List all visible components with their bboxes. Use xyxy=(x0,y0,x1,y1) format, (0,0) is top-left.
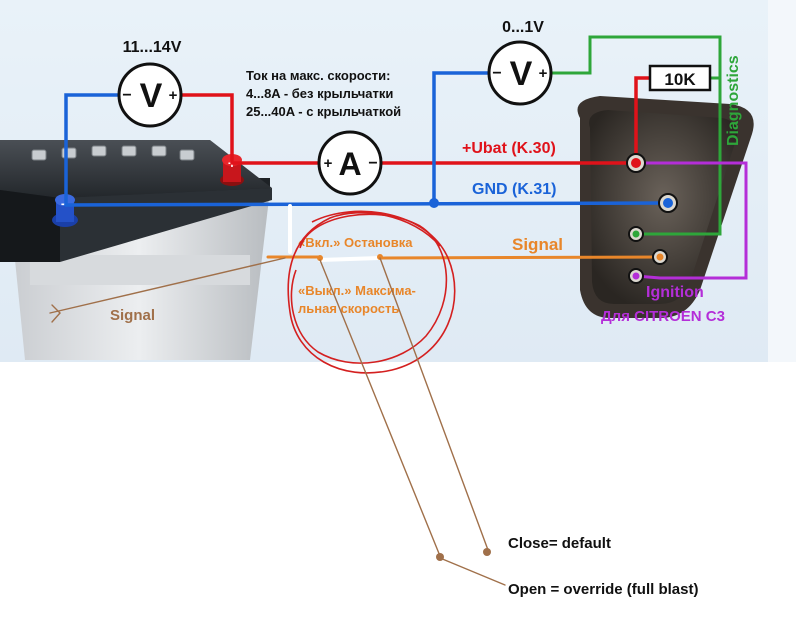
diagnostics-label: Diagnostics xyxy=(725,55,742,146)
signal-voltmeter-minus: − xyxy=(492,65,501,82)
signal-voltmeter-symbol: V xyxy=(510,55,533,93)
current-note-line3: 25...40A - с крыльчаткой xyxy=(246,104,401,119)
current-note: Ток на макс. скорости: 4...8A - без крыл… xyxy=(246,68,401,119)
handdrawn-red-circle xyxy=(287,210,456,374)
background-right-strip xyxy=(768,0,796,362)
resistor-10k: 10K xyxy=(648,64,712,92)
close-bullet xyxy=(483,548,491,556)
signal-voltmeter-plus: + xyxy=(539,65,548,82)
connector-pins xyxy=(626,153,678,284)
state-off-line2: льная скорость xyxy=(298,301,399,316)
ammeter-symbol: A xyxy=(338,146,361,182)
gnd-junction-dot xyxy=(429,198,439,208)
voltmeter-symbol: V xyxy=(140,77,163,115)
signal-voltmeter: V − + 0...1V xyxy=(487,19,553,106)
vehicle-label: Для CITROEN C3 xyxy=(601,308,725,325)
switch-contact-left xyxy=(317,255,323,261)
battery-voltmeter-range: 11...14V xyxy=(123,39,182,56)
ammeter-plus: + xyxy=(324,155,333,172)
voltmeter-plus: + xyxy=(169,87,178,104)
signal-label: Signal xyxy=(512,235,563,254)
open-bullet xyxy=(436,553,444,561)
signal-voltmeter-range: 0...1V xyxy=(502,19,544,36)
green-wire xyxy=(550,35,722,236)
resistor-label: 10K xyxy=(664,70,696,89)
battery-voltmeter: V − + 11...14V xyxy=(117,39,183,128)
purple-wire xyxy=(634,161,748,280)
open-override-note: Open = override (full blast) xyxy=(508,581,698,598)
ignition-label: Ignition xyxy=(646,284,704,301)
current-note-line1: Ток на макс. скорости: xyxy=(246,68,390,83)
ammeter-minus: − xyxy=(368,155,377,172)
voltmeter-minus: − xyxy=(122,87,131,104)
ubat-label: +Ubat (K.30) xyxy=(462,140,556,157)
close-default-note: Close= default xyxy=(508,535,611,552)
gnd-label: GND (K.31) xyxy=(472,181,556,198)
ammeter: A + − xyxy=(317,130,383,196)
switch-gap xyxy=(288,204,382,262)
handdrawn-annotation-lines xyxy=(49,257,506,586)
red-wire xyxy=(180,76,652,165)
state-on-label: «Вкл.» Остановка xyxy=(298,235,413,250)
switch-contact-right xyxy=(377,254,383,260)
state-off-line1: «Выкл.» Максима- xyxy=(298,283,416,298)
current-note-line2: 4...8A - без крыльчатки xyxy=(246,86,393,101)
blue-wire xyxy=(64,71,670,207)
handwritten-signal-label: Signal xyxy=(110,307,155,324)
